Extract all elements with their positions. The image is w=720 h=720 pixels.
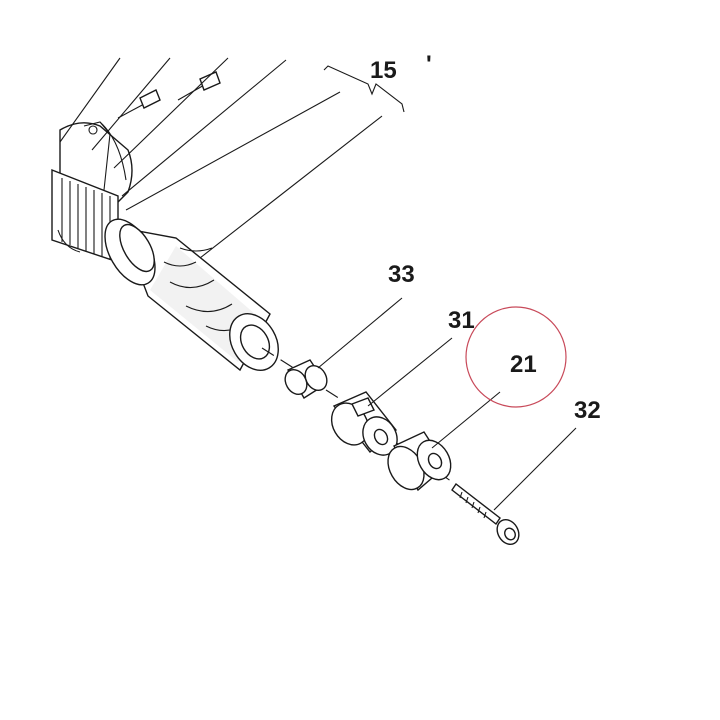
callout-32: 32 [574, 397, 601, 424]
grip [104, 218, 279, 372]
group-bracket-15 [323, 65, 405, 113]
highlight-circle [465, 306, 567, 408]
callout-33: 33 [388, 261, 415, 288]
callout-31: 31 [448, 307, 475, 334]
assembly-axis [261, 347, 459, 487]
handlebar-switch-housing [51, 121, 133, 263]
leader-lines-parts [317, 297, 577, 511]
weight-holder-part [330, 391, 398, 456]
stray-mark: ' [426, 51, 432, 78]
spacer-part [284, 359, 328, 399]
callout-15: 15 [370, 57, 397, 84]
callout-21: 21 [510, 351, 537, 378]
leader-lines-15 [59, 57, 383, 259]
screw-pair [117, 71, 221, 119]
bolt-part [451, 482, 520, 546]
